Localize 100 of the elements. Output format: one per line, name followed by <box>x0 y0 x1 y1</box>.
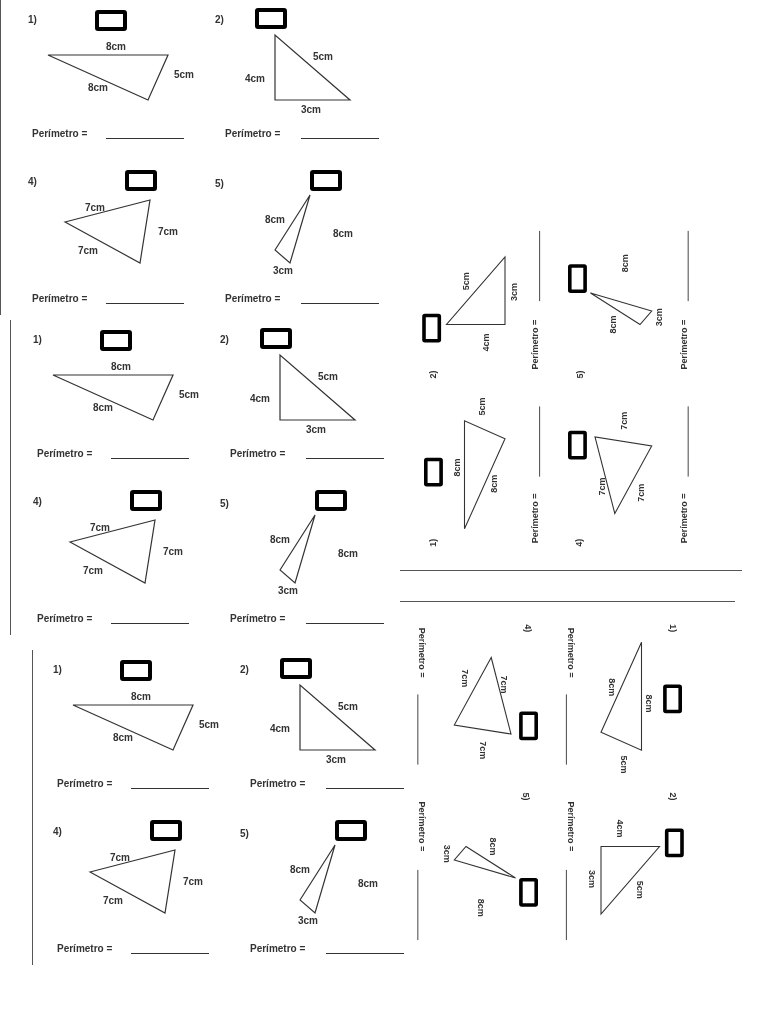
side-length: 7cm <box>110 852 130 864</box>
side-length: 5cm <box>618 755 629 774</box>
side-length: 8cm <box>451 458 463 477</box>
problem-number: 5) <box>575 370 586 379</box>
perimeter-label: Perímetro = <box>32 293 88 305</box>
side-length: 7cm <box>459 669 471 688</box>
side-length: 8cm <box>620 254 631 273</box>
problem-number: 4) <box>53 826 62 838</box>
side-length: 3cm <box>508 283 520 302</box>
side-length: 8cm <box>111 361 131 373</box>
side-length: 8cm <box>113 732 133 744</box>
perimeter-label: Perímetro = <box>32 128 88 140</box>
problem-number: 5) <box>215 178 224 190</box>
perimeter-label: Perímetro = <box>37 448 93 460</box>
perimeter-label: Perímetro = <box>678 319 690 370</box>
problem-number: 2) <box>215 14 224 26</box>
perimeter-label: Perímetro = <box>57 778 113 790</box>
side-length: 4cm <box>250 393 270 405</box>
side-length: 3cm <box>278 585 298 597</box>
side-length: 7cm <box>183 876 203 888</box>
perimeter-label: Perímetro = <box>225 128 281 140</box>
side-length: 8cm <box>358 878 378 890</box>
side-length: 8cm <box>488 474 500 493</box>
perimeter-label: Perímetro = <box>416 801 428 852</box>
side-length: 5cm <box>460 272 472 291</box>
problem-number: 1) <box>427 538 439 547</box>
perimeter-label: Perímetro = <box>230 448 286 460</box>
side-length: 5cm <box>338 701 358 713</box>
side-length: 8cm <box>338 548 358 560</box>
problem-number: 4) <box>28 176 37 188</box>
perimeter-label: Perímetro = <box>416 627 428 678</box>
perimeter-label: Perímetro = <box>565 627 576 678</box>
problem-number: 2) <box>427 370 439 379</box>
problem-number: 2) <box>667 792 679 801</box>
side-length: 8cm <box>606 678 618 697</box>
side-length: 4cm <box>614 819 626 838</box>
side-length: 7cm <box>83 565 103 577</box>
side-length: 7cm <box>90 522 110 534</box>
problem-number: 4) <box>573 538 585 547</box>
problem-number: 2) <box>220 334 229 346</box>
problem-number: 1) <box>28 14 37 26</box>
side-length: 3cm <box>306 424 326 436</box>
side-length: 7cm <box>476 741 488 760</box>
side-length: 3cm <box>301 104 321 116</box>
side-length: 8cm <box>487 837 499 856</box>
side-length: 7cm <box>498 675 510 694</box>
side-length: 7cm <box>618 411 630 430</box>
side-length: 7cm <box>635 483 647 502</box>
perimeter-label: Perímetro = <box>678 493 690 544</box>
side-length: 3cm <box>326 754 346 766</box>
side-length: 8cm <box>643 694 655 713</box>
side-length: 4cm <box>270 723 290 735</box>
side-length: 3cm <box>441 844 453 863</box>
side-length: 5cm <box>199 719 219 731</box>
problem-number: 2) <box>240 664 249 676</box>
problem-number: 4) <box>521 624 533 633</box>
side-length: 5cm <box>179 389 199 401</box>
perimeter-label: Perímetro = <box>225 293 281 305</box>
side-length: 5cm <box>313 51 333 63</box>
side-length: 8cm <box>290 864 310 876</box>
perimeter-label: Perímetro = <box>250 778 306 790</box>
side-length: 5cm <box>477 397 488 416</box>
side-length: 7cm <box>103 895 123 907</box>
problem-number: 1) <box>33 334 42 346</box>
side-length: 4cm <box>480 333 492 352</box>
side-length: 8cm <box>106 41 126 53</box>
problem-number: 5) <box>240 828 249 840</box>
perimeter-label: Perímetro = <box>530 493 541 544</box>
side-length: 8cm <box>270 534 290 546</box>
problem-number: 5) <box>220 498 229 510</box>
problem-number: 4) <box>33 496 42 508</box>
side-length: 8cm <box>131 691 151 703</box>
problem-number: 1) <box>667 624 679 633</box>
perimeter-label: Perímetro = <box>250 943 306 955</box>
side-length: 8cm <box>475 898 486 917</box>
side-length: 7cm <box>85 202 105 214</box>
side-length: 8cm <box>93 402 113 414</box>
perimeter-label: Perímetro = <box>530 319 541 370</box>
side-length: 5cm <box>318 371 338 383</box>
side-length: 7cm <box>163 546 183 558</box>
perimeter-label: Perímetro = <box>565 801 576 852</box>
side-length: 7cm <box>596 477 608 496</box>
side-length: 8cm <box>88 82 108 94</box>
side-length: 8cm <box>333 228 353 240</box>
problem-number: 1) <box>53 664 62 676</box>
perimeter-label: Perímetro = <box>37 613 93 625</box>
side-length: 7cm <box>78 245 98 257</box>
side-length: 5cm <box>634 880 646 899</box>
side-length: 4cm <box>245 73 265 85</box>
side-length: 3cm <box>273 265 293 277</box>
problem-number: 5) <box>520 792 531 801</box>
side-length: 3cm <box>586 869 598 888</box>
side-length: 3cm <box>653 308 665 327</box>
side-length: 8cm <box>265 214 285 226</box>
side-length: 3cm <box>298 915 318 927</box>
side-length: 7cm <box>158 226 178 238</box>
side-length: 5cm <box>174 69 194 81</box>
perimeter-label: Perímetro = <box>57 943 113 955</box>
perimeter-label: Perímetro = <box>230 613 286 625</box>
side-length: 8cm <box>607 315 619 334</box>
